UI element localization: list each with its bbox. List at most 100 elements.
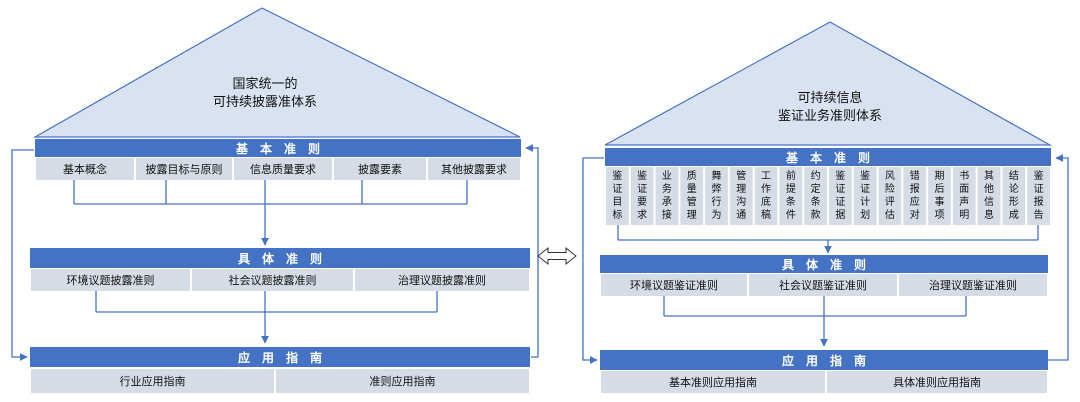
left-title-line2: 可持续披露准体系 <box>212 95 317 110</box>
right-basic-cell <box>779 167 803 225</box>
right-basic-item: 鉴证证据 <box>829 167 852 225</box>
right-basic-item: 舞弊行为 <box>705 167 728 225</box>
right-basic-bar <box>605 148 1051 166</box>
left-guide-item: 准则应用指南 <box>369 375 436 388</box>
left-specific-cell <box>192 269 353 291</box>
right-basic-item: 结论形成 <box>1002 167 1025 225</box>
right-roof <box>604 21 1053 146</box>
right-basic-item-text: 期后事项 <box>934 171 945 221</box>
right-basic-cell <box>754 167 778 225</box>
right-basic-cell <box>853 167 877 225</box>
right-specific-cell <box>749 274 897 296</box>
left-guide-bar <box>30 347 530 367</box>
right-outer-loop-left <box>582 157 604 364</box>
double-arrow-icon <box>537 246 577 266</box>
left-basic-item: 披露要素 <box>358 163 402 176</box>
right-basic-cell <box>804 167 827 225</box>
right-basic-cell <box>1002 167 1026 225</box>
left-title-line1: 国家统一的 <box>232 77 298 92</box>
right-guide-cell <box>601 371 825 393</box>
right-basic-cell <box>977 167 1001 225</box>
right-basic-item-text: 错报应对 <box>909 171 920 221</box>
right-basic-item-text: 前提条件 <box>785 171 796 221</box>
right-title: 可持续信息鉴证业务准则体系 <box>740 90 920 126</box>
left-basic-item: 基本概念 <box>63 163 107 176</box>
right-basic-item-text: 鉴证计划 <box>860 171 871 221</box>
right-basic-item: 鉴证报告 <box>1027 167 1050 225</box>
right-basic-item-text: 风险评估 <box>884 171 895 221</box>
right-specific-item: 社会议题鉴证准则 <box>779 279 867 292</box>
left-specific-cell <box>355 269 529 291</box>
right-basic-item: 其他信息 <box>978 167 1001 225</box>
left-specific-bar-label: 具 体 准 则 <box>237 251 322 266</box>
right-basic-item: 风险评估 <box>879 167 902 225</box>
right-outer-loop-right <box>1048 154 1069 361</box>
right-basic-cell <box>829 167 852 225</box>
left-basic-cell <box>234 158 332 180</box>
right-basic-item-text: 约定条款 <box>810 171 821 221</box>
right-basic-item: 鉴证要求 <box>631 167 654 225</box>
right-basic-item-text: 鉴证报告 <box>1033 171 1044 221</box>
left-specific-item: 治理议题披露准则 <box>398 274 486 287</box>
right-specific-bar-label: 具 体 准 则 <box>781 257 866 272</box>
left-basic-cell <box>334 158 426 180</box>
right-guide-cell <box>827 371 1047 393</box>
right-basic-item: 书面声明 <box>953 167 976 225</box>
left-outer-loop-right <box>525 144 539 358</box>
right-basic-item: 前提条件 <box>779 167 802 225</box>
left-specific-bar <box>30 248 530 268</box>
right-basic-item-text: 结论形成 <box>1008 171 1019 221</box>
left-specific-item: 环境议题披露准则 <box>66 274 155 287</box>
right-specific-cell <box>601 274 747 296</box>
right-basic-item-text: 鉴证证据 <box>835 171 846 221</box>
right-basic-cell <box>630 167 654 225</box>
right-basic-item-text: 质量管理 <box>686 171 697 221</box>
left-basic-item: 其他披露要求 <box>441 163 507 176</box>
right-basic-item-text: 管理沟通 <box>736 171 747 221</box>
left-basic-bar-label: 基 本 准 则 <box>235 141 320 156</box>
left-outer-loop-left <box>11 149 34 361</box>
right-basic-item: 约定条款 <box>804 167 827 225</box>
right-title-line1: 可持续信息 <box>797 91 863 106</box>
right-basic-item: 鉴证计划 <box>854 167 877 225</box>
right-basic-cell <box>903 167 927 225</box>
right-basic-item: 鉴证目标 <box>606 167 629 225</box>
right-basic-item-text: 业务承接 <box>661 171 672 221</box>
right-basic-cell <box>705 167 728 225</box>
left-guide-cell <box>31 369 274 393</box>
left-basic-cell <box>36 158 134 180</box>
right-guide-item: 基本准则应用指南 <box>669 376 757 389</box>
left-basic-cell <box>428 158 520 180</box>
right-basic-item: 业务承接 <box>656 167 679 225</box>
left-specific-cell <box>31 269 190 291</box>
left-guide-cell <box>276 369 529 393</box>
right-basic-item: 工作底稿 <box>755 167 778 225</box>
right-basic-cell <box>952 167 976 225</box>
left-basic-bar <box>35 139 521 157</box>
right-basic-cell <box>606 167 629 225</box>
right-guide-bar <box>600 350 1048 370</box>
left-guide-item: 行业应用指南 <box>119 375 186 388</box>
right-title-line2: 鉴证业务准则体系 <box>777 109 882 124</box>
left-basic-cell <box>136 158 232 180</box>
right-basic-cell <box>928 167 951 225</box>
right-basic-cell <box>655 167 679 225</box>
right-basic-item: 质量管理 <box>680 167 703 225</box>
right-basic-item-text: 舞弊行为 <box>711 171 722 221</box>
right-specific-cell <box>899 274 1047 296</box>
right-basic-bar-label: 基 本 准 则 <box>785 150 870 165</box>
right-basic-item-text: 其他信息 <box>984 171 995 221</box>
right-guide-item: 具体准则应用指南 <box>893 376 981 389</box>
right-basic-item-text: 书面声明 <box>959 171 970 221</box>
right-basic-item-text: 鉴证目标 <box>612 171 623 221</box>
left-guide-bar-label: 应 用 指 南 <box>237 350 322 365</box>
right-basic-item-text: 鉴证要求 <box>637 171 648 221</box>
right-basic-item: 错报应对 <box>903 167 926 225</box>
right-specific-item: 治理议题鉴证准则 <box>929 279 1017 292</box>
right-basic-cell <box>680 167 704 225</box>
left-roof <box>32 7 521 138</box>
right-specific-bar <box>600 255 1048 273</box>
right-basic-item: 管理沟通 <box>730 167 753 225</box>
right-specific-item: 环境议题鉴证准则 <box>630 279 718 292</box>
